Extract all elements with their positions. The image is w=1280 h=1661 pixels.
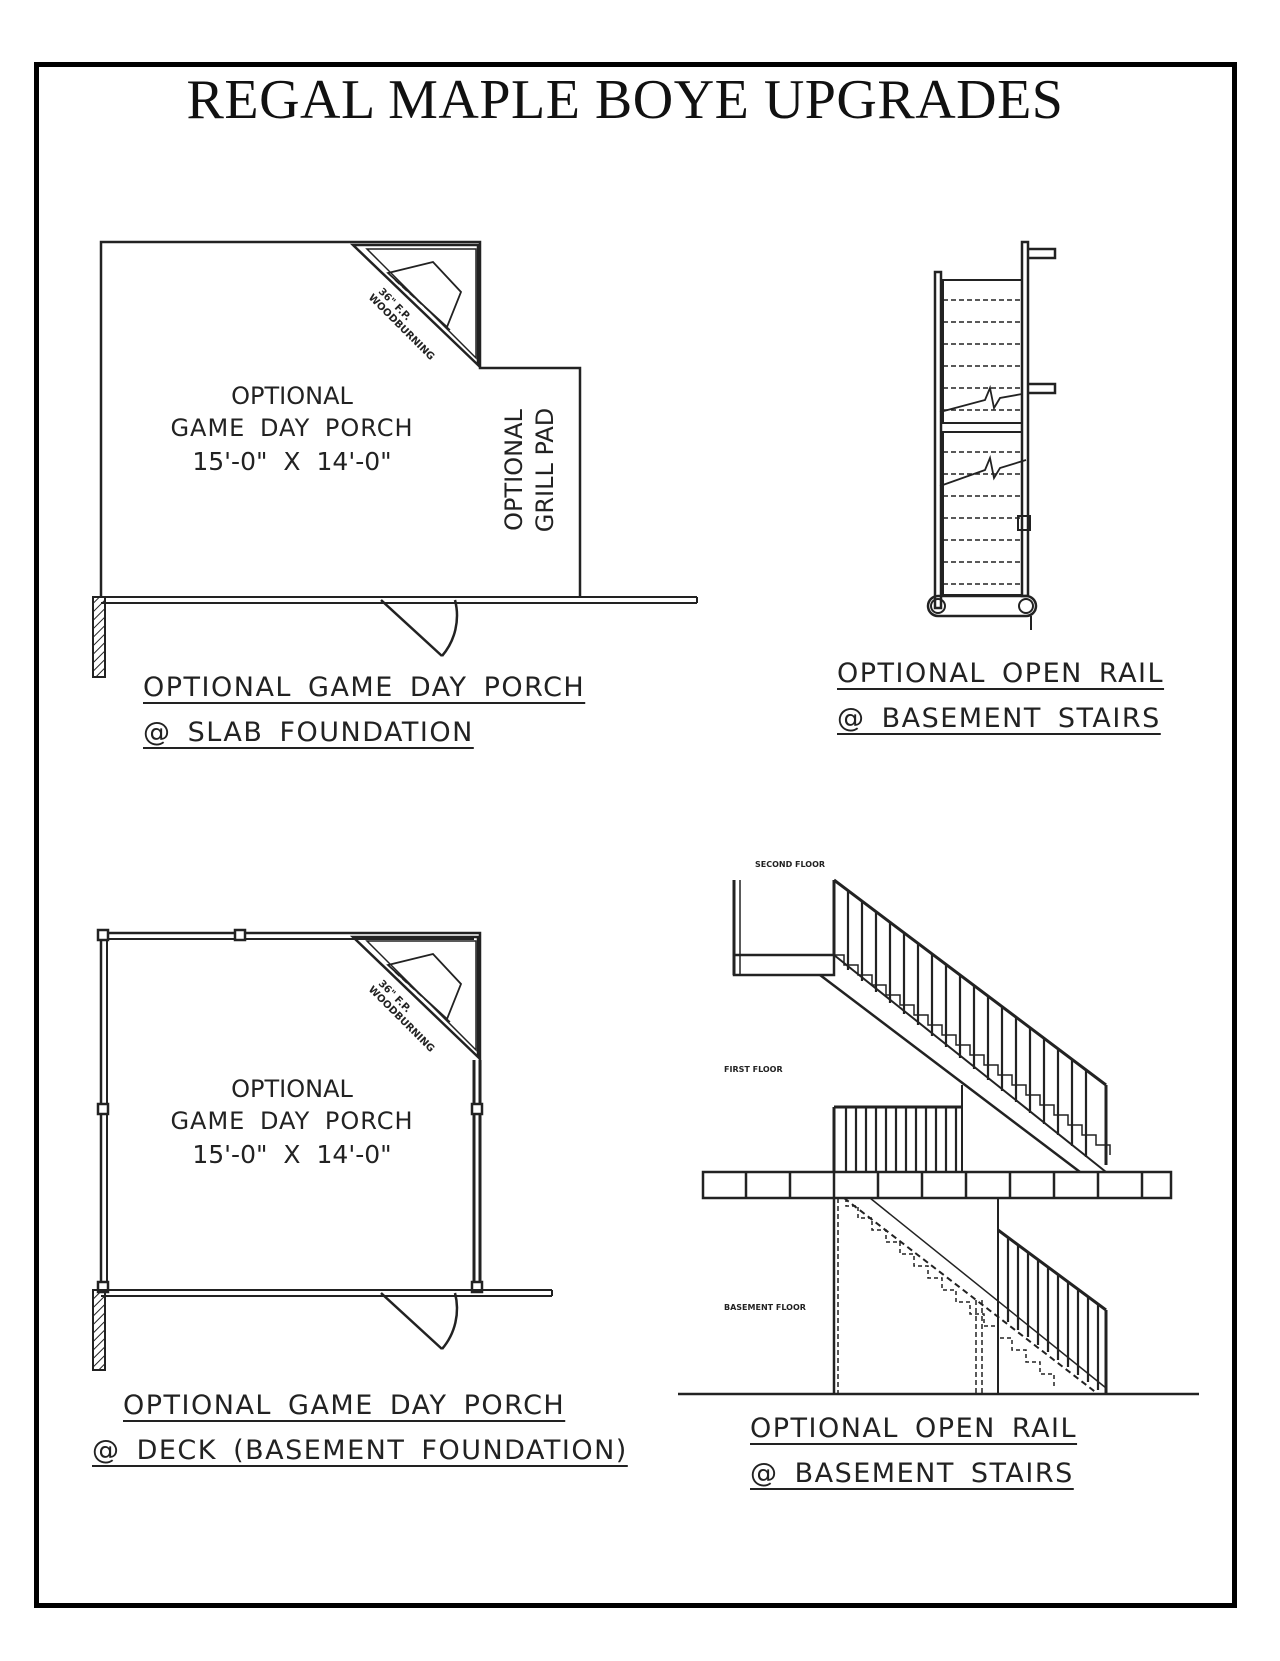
second-floor-landing bbox=[732, 953, 836, 977]
stair-treads-upper bbox=[943, 299, 1022, 411]
door-swing bbox=[380, 599, 459, 657]
stair-plan-caption-line2: @ BASEMENT STAIRS bbox=[837, 703, 1161, 734]
room-label-line1: OPTIONAL bbox=[231, 1075, 353, 1103]
wall-hatch bbox=[92, 596, 106, 678]
bottom-step bbox=[926, 594, 1038, 618]
slab-porch-caption-line2: @ SLAB FOUNDATION bbox=[143, 717, 474, 748]
deck-post bbox=[233, 928, 247, 942]
newel-post bbox=[1017, 515, 1031, 531]
break-line-upper bbox=[939, 384, 1023, 413]
deck-post bbox=[470, 1280, 484, 1294]
stair-plan bbox=[926, 240, 1057, 630]
upper-stair-stringer bbox=[819, 974, 1081, 1173]
stair-section-caption-line1: OPTIONAL OPEN RAIL bbox=[750, 1413, 1078, 1444]
stair-plan-caption-line1: OPTIONAL OPEN RAIL bbox=[837, 658, 1165, 689]
room-dimensions: 15'-0" X 14'-0" bbox=[192, 1140, 391, 1169]
stair-outer-left-rail bbox=[933, 270, 943, 610]
wall-hatch bbox=[92, 1289, 106, 1371]
porch-outline bbox=[99, 240, 582, 597]
grill-pad-label-line1: OPTIONAL bbox=[500, 409, 528, 531]
grill-pad-label-line2: GRILL PAD bbox=[531, 408, 559, 533]
drawing-sheet-border bbox=[34, 62, 1237, 1608]
room-label-line1: OPTIONAL bbox=[231, 382, 353, 410]
deck-post bbox=[470, 1102, 484, 1116]
fireplace-symbol bbox=[349, 935, 480, 1060]
basement-floor-label: BASEMENT FLOOR bbox=[724, 1303, 806, 1312]
slab-porch-plan bbox=[92, 240, 698, 678]
deck-post bbox=[96, 1102, 110, 1116]
stair-section bbox=[678, 878, 1199, 1396]
page-title: REGAL MAPLE BOYE UPGRADES bbox=[186, 69, 1064, 131]
room-dimensions: 15'-0" X 14'-0" bbox=[192, 447, 391, 476]
deck-porch-plan bbox=[92, 928, 553, 1371]
slab-porch-caption-line1: OPTIONAL GAME DAY PORCH bbox=[143, 672, 586, 703]
deck-porch-caption-line2: @ DECK (BASEMENT FOUNDATION) bbox=[92, 1435, 628, 1466]
volute-right bbox=[1018, 598, 1034, 614]
first-floor-label: FIRST FLOOR bbox=[724, 1065, 783, 1074]
deck-porch-caption-line1: OPTIONAL GAME DAY PORCH bbox=[123, 1390, 566, 1421]
deck-post bbox=[96, 928, 110, 942]
upper-stair-run bbox=[942, 279, 1023, 424]
lower-stair-run bbox=[942, 431, 1023, 596]
stair-treads-lower bbox=[943, 451, 1022, 585]
break-line-lower bbox=[939, 454, 1027, 487]
fireplace-symbol bbox=[349, 243, 480, 368]
room-label-line2: GAME DAY PORCH bbox=[170, 414, 413, 442]
stair-section-caption-line2: @ BASEMENT STAIRS bbox=[750, 1458, 1074, 1489]
first-floor-joists bbox=[701, 1170, 1173, 1200]
first-floor-railing bbox=[832, 1105, 962, 1172]
upper-railing bbox=[832, 878, 1111, 1165]
volute-left bbox=[930, 598, 946, 614]
door-swing bbox=[380, 1292, 459, 1350]
room-label-line2: GAME DAY PORCH bbox=[170, 1107, 413, 1135]
basement-stair bbox=[832, 1197, 1108, 1395]
second-floor-label: SECOND FLOOR bbox=[755, 860, 825, 869]
